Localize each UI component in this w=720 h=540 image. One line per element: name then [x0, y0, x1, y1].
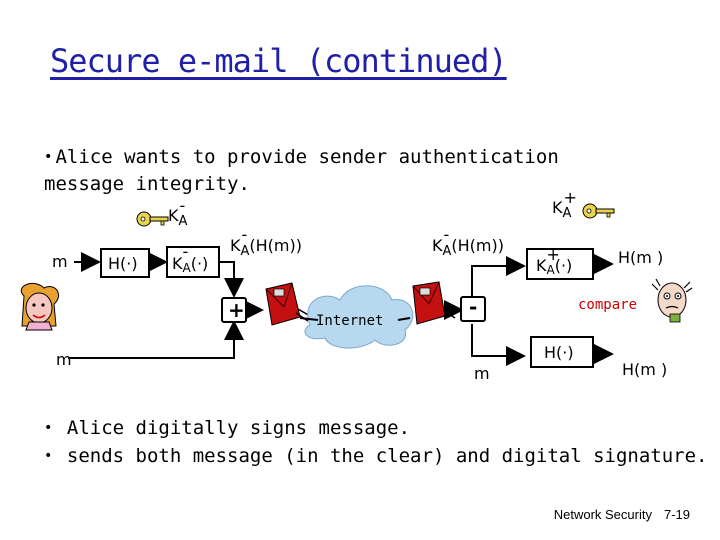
arrow-minus-down [471, 324, 526, 366]
private-key-sub: A [178, 214, 188, 229]
link-envelope-to-cloud [299, 317, 319, 321]
hash-result-bottom: H(m ) [622, 360, 668, 379]
bullet-text-1: Alice digitally signs message. [66, 417, 411, 439]
hash-box-right: H(·) [530, 336, 594, 368]
sign-box-label: K-A(·) [172, 242, 209, 275]
signed-digest-sub: A [240, 244, 250, 259]
received-signed-sup: - [443, 225, 450, 244]
private-key-label: K-A [168, 196, 188, 229]
public-key-sup: + [563, 188, 577, 207]
public-key-k: K [552, 198, 563, 217]
verify-box: K+A(·) [526, 245, 594, 280]
envelope-icon-right [412, 281, 456, 325]
public-key-icon [582, 203, 615, 219]
arrow-m-to-plus [68, 320, 244, 359]
bullet-line-2: • sends both message (in the clear) and … [44, 442, 720, 470]
public-key-sub: A [562, 206, 572, 221]
bullet-line-1: • Alice digitally signs message. [44, 414, 720, 442]
intro-text: Alice wants to provide sender authentica… [44, 146, 559, 195]
link-cloud-to-envelope [397, 317, 411, 321]
signed-digest-fn: (H(m)) [249, 236, 302, 255]
sign-box-sup: - [182, 242, 189, 261]
private-key-k: K [168, 206, 179, 225]
intro-bullet: •Alice wants to provide sender authentic… [44, 144, 604, 198]
signed-digest-k: K [230, 236, 241, 255]
sign-box-k: K [172, 254, 183, 273]
received-signed-fn: (H(m)) [451, 236, 504, 255]
internet-label: Internet [316, 313, 384, 329]
hash-box-label: H(·) [108, 254, 138, 273]
bottom-bullets: • Alice digitally signs message. • sends… [44, 414, 720, 470]
message-m-received: m [474, 364, 490, 383]
slide-footer: Network Security 7-19 [542, 507, 690, 522]
envelope-icon-left [265, 282, 311, 326]
footer-course: Network Security [553, 507, 652, 522]
private-key-sup: - [179, 196, 186, 215]
alice-icon [21, 283, 59, 331]
compare-label: compare [578, 297, 638, 313]
sign-box-fn: (·) [190, 254, 209, 273]
arrow-minus-up [471, 256, 526, 296]
slide-title: Secure e-mail (continued) [50, 42, 508, 80]
verify-box-fn: (·) [554, 256, 573, 275]
signed-digest-sup: - [241, 225, 248, 244]
hash-result-top: H(m ) [618, 248, 664, 267]
message-m-lower-label: m [56, 350, 72, 369]
plus-box: + [221, 297, 247, 323]
hash-box-right-label: H(·) [544, 343, 574, 362]
verify-box-label: K+A(·) [536, 245, 573, 277]
received-signed-k: K [432, 236, 443, 255]
verify-box-sub: A [546, 263, 555, 277]
verify-box-sup: + [546, 245, 560, 264]
footer-page: 7-19 [663, 507, 690, 522]
bullet-icon: • [44, 149, 53, 165]
received-signed-sub: A [442, 244, 452, 259]
received-signed-label: K-A(H(m)) [432, 225, 504, 259]
minus-sign: - [469, 295, 478, 319]
arrow-sign-to-plus [220, 261, 244, 298]
plus-sign: + [228, 298, 245, 322]
message-m-label: m [52, 252, 68, 271]
internet-cloud [304, 285, 414, 349]
verify-box-k: K [536, 256, 547, 275]
bob-icon [651, 278, 693, 323]
signed-digest-label: K-A(H(m)) [230, 225, 302, 259]
public-key-label: K+A [552, 188, 577, 221]
sign-box-sub: A [182, 261, 191, 275]
sign-box: K-A(·) [166, 242, 220, 278]
private-key-icon [136, 211, 169, 227]
minus-box: - [460, 295, 486, 322]
bullet-icon: • [44, 420, 53, 436]
hash-box: H(·) [100, 248, 150, 278]
bullet-icon: • [44, 448, 53, 464]
bullet-text-2: sends both message (in the clear) and di… [66, 445, 708, 467]
